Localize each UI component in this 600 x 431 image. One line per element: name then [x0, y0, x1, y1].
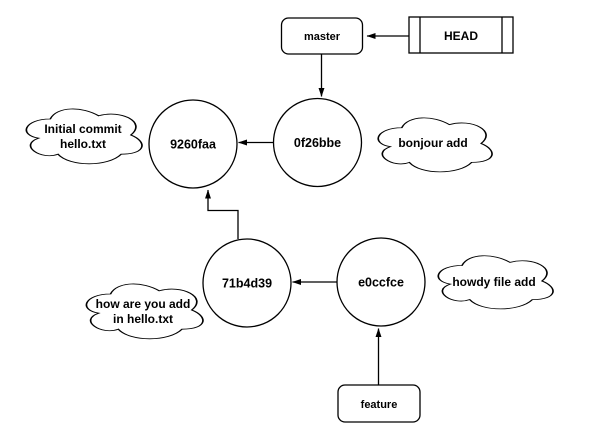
- head-label: HEAD: [444, 29, 478, 43]
- note-howdy-file-add: howdy file add: [437, 254, 554, 310]
- note-initial-commit: Initial commit hello.txt: [25, 108, 143, 165]
- commit-circle-0f26bbe: [272, 97, 363, 188]
- commit-circle-9260faa: [148, 99, 238, 189]
- note-bonjour-label: bonjour add: [398, 136, 467, 150]
- commit-hash-9260faa: 9260faa: [170, 138, 217, 152]
- master-label: master: [304, 31, 341, 43]
- node-feature-branch: feature: [337, 384, 421, 423]
- node-commit-0f26bbe: 0f26bbe: [272, 97, 363, 188]
- commit-hash-71b4d39: 71b4d39: [222, 277, 272, 291]
- feature-label: feature: [361, 399, 398, 411]
- note-how-are-you-line2: in hello.txt: [113, 312, 173, 326]
- note-initial-commit-line1: Initial commit: [44, 122, 121, 136]
- commit-circle-e0ccfce: [336, 237, 426, 327]
- note-how-are-you-line1: how are you add: [96, 297, 191, 311]
- note-bonjour-add: bonjour add: [377, 117, 493, 173]
- note-howdy-label: howdy file add: [452, 275, 535, 289]
- node-master-branch: master: [280, 17, 364, 55]
- feature-box: [337, 384, 421, 423]
- note-initial-commit-line2: hello.txt: [60, 137, 106, 151]
- head-box: [408, 16, 514, 54]
- node-commit-9260faa: 9260faa: [148, 99, 238, 189]
- edges: [205, 33, 409, 385]
- master-box: [280, 17, 364, 55]
- node-commit-71b4d39: 71b4d39: [202, 238, 292, 328]
- edge-71b4d39-to-9260faa: [205, 189, 239, 239]
- commit-hash-0f26bbe: 0f26bbe: [294, 136, 341, 150]
- node-head-pointer: HEAD: [408, 16, 514, 54]
- commit-circle-71b4d39: [202, 238, 292, 328]
- commit-hash-e0ccfce: e0ccfce: [358, 276, 404, 290]
- node-commit-e0ccfce: e0ccfce: [336, 237, 426, 327]
- note-how-are-you-add: how are you add in hello.txt: [85, 283, 204, 340]
